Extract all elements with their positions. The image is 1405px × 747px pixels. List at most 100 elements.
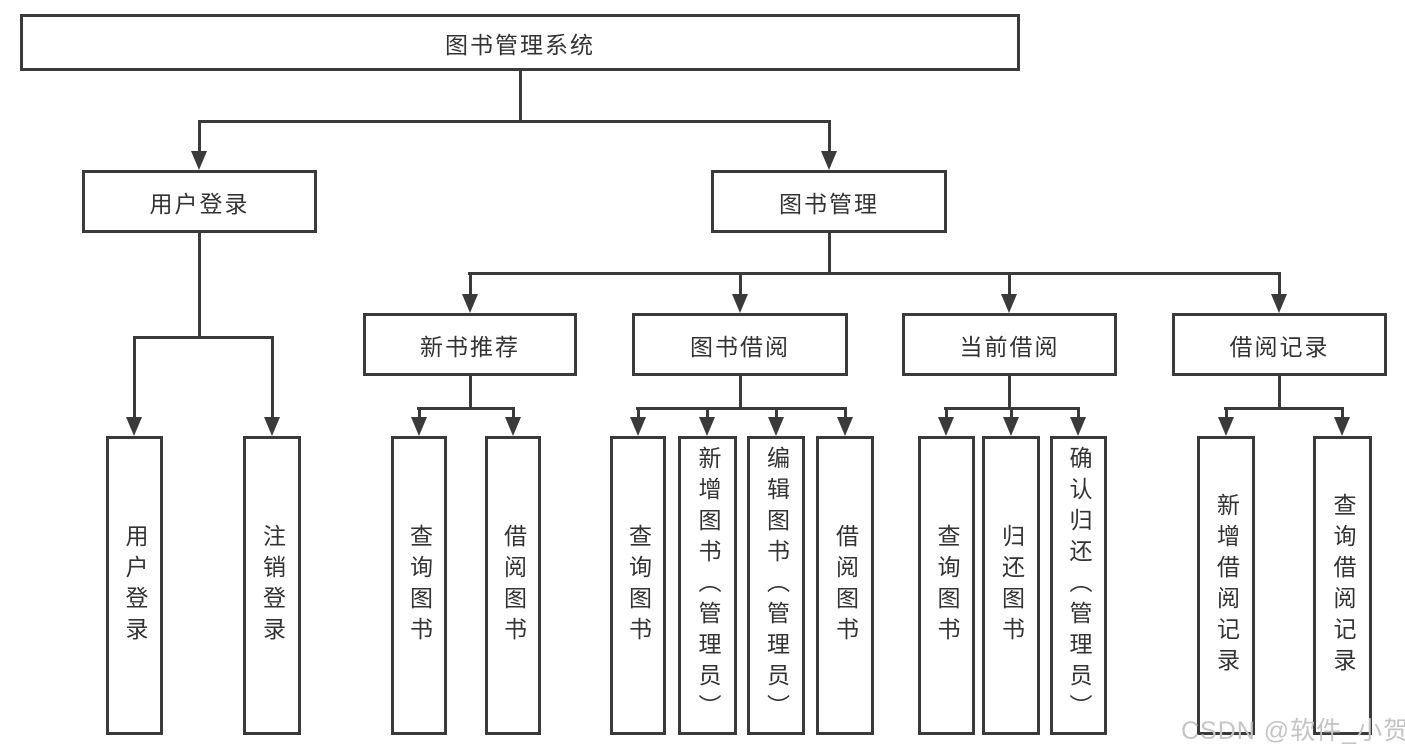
arrow-shaft	[1340, 410, 1344, 419]
connector-line	[828, 233, 831, 272]
arrow-shaft	[132, 339, 136, 419]
arrow-head-icon	[1218, 417, 1234, 436]
leaf-query-books-current: 查询图书	[918, 436, 975, 735]
arrow-down	[699, 410, 715, 436]
connector-line	[1008, 376, 1011, 407]
connector-line	[636, 407, 847, 410]
arrow-down	[821, 123, 837, 170]
arrow-head-icon	[505, 417, 521, 436]
node-new-book-recommend: 新书推荐	[363, 313, 577, 376]
leaf-confirm-return-admin: 确认归还（管理员）	[1050, 436, 1107, 735]
leaf-return-books: 归还图书	[982, 436, 1040, 735]
node-borrowing-records: 借阅记录	[1172, 313, 1387, 376]
arrow-down	[630, 410, 646, 436]
leaf-label: 借阅图书	[500, 523, 527, 648]
connector-line	[198, 120, 831, 123]
arrow-head-icon	[732, 294, 748, 313]
csdn-watermark: CSDN @软件_小贺同学	[1181, 717, 1405, 745]
connector-line	[1278, 376, 1281, 407]
leaf-label: 借阅图书	[832, 523, 859, 648]
arrow-shaft	[944, 410, 948, 419]
leaf-query-borrow-record: 查询借阅记录	[1313, 436, 1372, 735]
arrow-shaft	[636, 410, 640, 419]
arrow-shaft	[827, 123, 831, 153]
arrow-head-icon	[1271, 294, 1287, 313]
arrow-head-icon	[938, 417, 954, 436]
arrow-down	[1334, 410, 1350, 436]
arrow-head-icon	[1070, 417, 1086, 436]
arrow-down	[732, 275, 748, 313]
arrow-shaft	[1076, 410, 1080, 419]
leaf-label: 新增图书（管理员）	[695, 446, 721, 725]
leaf-label: 查询借阅记录	[1330, 492, 1356, 679]
arrow-shaft	[1277, 275, 1281, 296]
arrow-shaft	[197, 123, 201, 153]
arrow-head-icon	[630, 417, 646, 436]
leaf-label: 确认归还（管理员）	[1066, 446, 1092, 725]
arrow-head-icon	[264, 417, 280, 436]
leaf-label: 用户登录	[122, 523, 148, 648]
node-library-system: 图书管理系统	[20, 14, 1020, 71]
arrow-head-icon	[1001, 294, 1017, 313]
node-book-borrowing: 图书借阅	[632, 313, 848, 376]
node-current-borrowing: 当前借阅	[902, 313, 1117, 376]
leaf-add-book-admin: 新增图书（管理员）	[678, 436, 737, 735]
connector-line	[519, 71, 522, 120]
arrow-down	[264, 339, 280, 436]
arrow-shaft	[738, 275, 742, 296]
leaf-edit-book-admin: 编辑图书（管理员）	[747, 436, 805, 735]
arrow-down	[1003, 410, 1019, 436]
leaf-label: 注销登录	[259, 523, 286, 648]
leaf-logout: 注销登录	[243, 436, 301, 735]
arrow-down	[768, 410, 784, 436]
connector-line	[417, 407, 515, 410]
arrow-shaft	[270, 339, 274, 419]
arrow-shaft	[774, 410, 778, 419]
leaf-label: 新增借阅记录	[1213, 492, 1240, 679]
node-book-management: 图书管理	[711, 170, 947, 233]
connector-line	[198, 233, 201, 336]
connector-line	[469, 376, 472, 407]
leaf-borrow-books-recommend: 借阅图书	[485, 436, 541, 735]
arrow-shaft	[1007, 275, 1011, 296]
arrow-head-icon	[462, 294, 478, 313]
connector-line	[739, 376, 742, 407]
connector-line	[133, 336, 274, 339]
arrow-head-icon	[1003, 417, 1019, 436]
arrow-head-icon	[699, 417, 715, 436]
connector-line	[468, 272, 1281, 275]
arrow-down	[411, 410, 427, 436]
arrow-shaft	[511, 410, 515, 419]
node-user-login: 用户登录	[82, 170, 317, 233]
arrow-head-icon	[411, 417, 427, 436]
arrow-down	[1271, 275, 1287, 313]
leaf-user-login: 用户登录	[106, 436, 163, 735]
connector-line	[1224, 407, 1344, 410]
arrow-shaft	[417, 410, 421, 419]
arrow-head-icon	[837, 417, 853, 436]
arrow-head-icon	[821, 151, 837, 170]
leaf-query-books-recommend: 查询图书	[391, 436, 447, 735]
arrow-down	[505, 410, 521, 436]
leaf-label: 归还图书	[998, 523, 1025, 648]
connector-line	[944, 407, 1080, 410]
leaf-label: 查询图书	[406, 523, 433, 648]
arrow-down	[462, 275, 478, 313]
arrow-down	[1218, 410, 1234, 436]
arrow-shaft	[1009, 410, 1013, 419]
arrow-head-icon	[768, 417, 784, 436]
arrow-head-icon	[1334, 417, 1350, 436]
arrow-shaft	[1224, 410, 1228, 419]
arrow-down	[1070, 410, 1086, 436]
arrow-down	[126, 339, 142, 436]
arrow-down	[938, 410, 954, 436]
leaf-label: 查询图书	[625, 523, 652, 648]
arrow-shaft	[468, 275, 472, 296]
leaf-borrow-books-borrowing: 借阅图书	[816, 436, 874, 735]
leaf-query-books-borrowing: 查询图书	[610, 436, 666, 735]
arrow-head-icon	[126, 417, 142, 436]
arrow-down	[191, 123, 207, 170]
leaf-add-borrow-record: 新增借阅记录	[1197, 436, 1255, 735]
arrow-shaft	[843, 410, 847, 419]
